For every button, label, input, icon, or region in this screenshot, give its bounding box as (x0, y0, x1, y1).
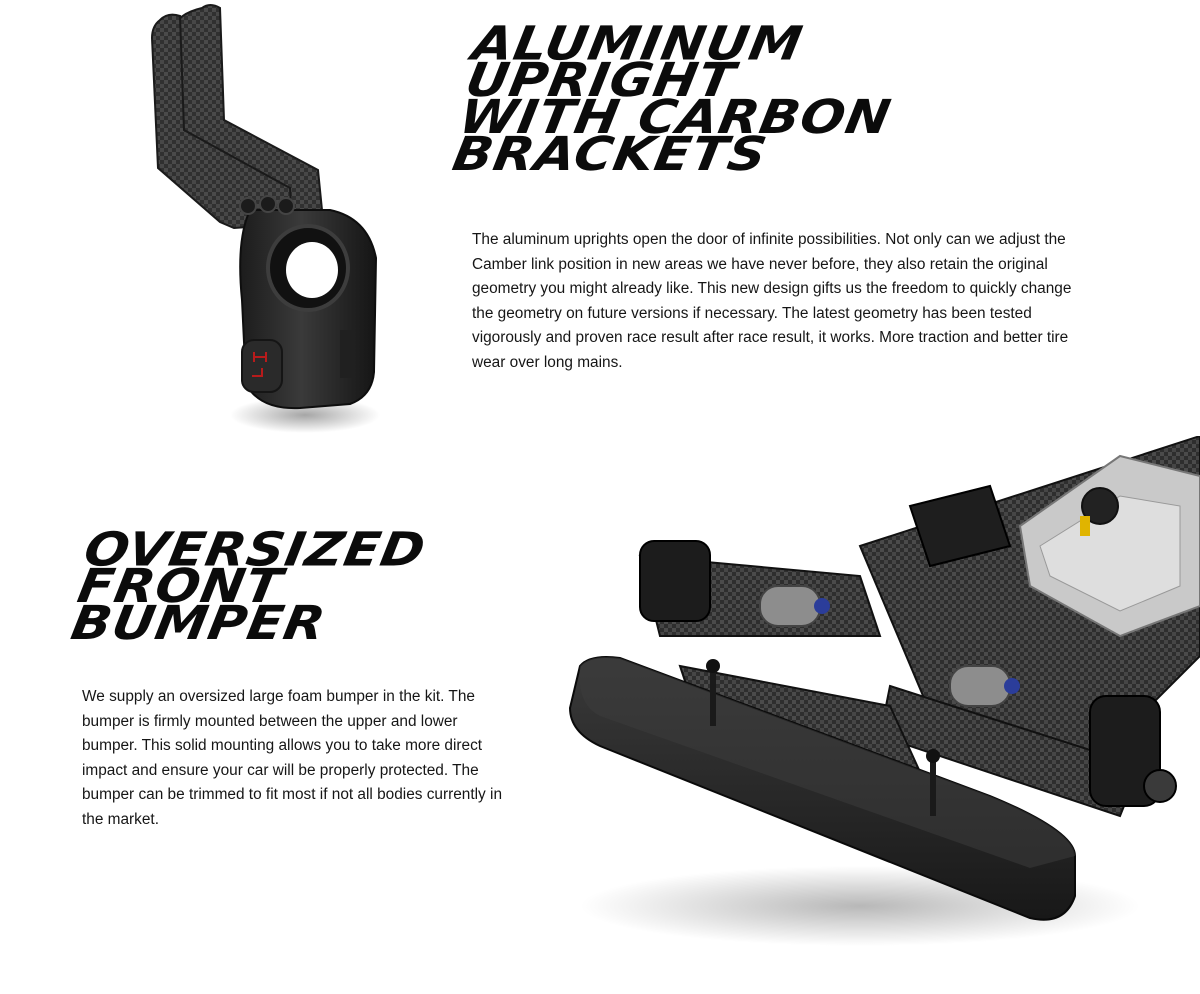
bumper-heading: OVERSIZED FRONT BUMPER (67, 523, 430, 651)
bumper-heading-line: BUMPER (67, 596, 330, 651)
upright-description: The aluminum uprights open the door of i… (472, 231, 1072, 371)
upright-bracket-image (150, 4, 380, 433)
front-bumper-chassis-image (568, 436, 1200, 946)
bumper-description: We supply an oversized large foam bumper… (82, 688, 503, 828)
upright-heading: ALUMINUM UPRIGHT WITH CARBON BRACKETS (449, 17, 907, 182)
